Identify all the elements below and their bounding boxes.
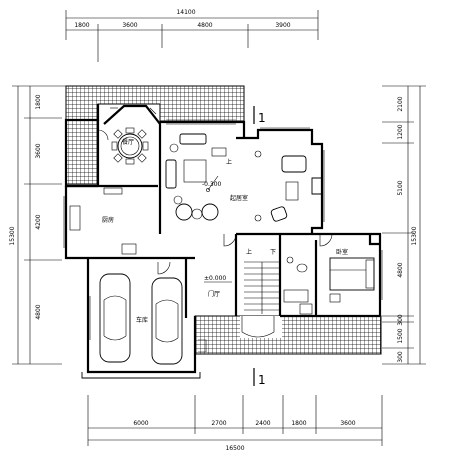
hall-label: 门厅 — [208, 290, 220, 298]
left-dim-2: 3600 — [35, 143, 42, 158]
bottom-dim-3: 2400 — [255, 420, 270, 427]
entrance-hall: ±0.000 门厅 — [198, 275, 275, 353]
doors — [97, 129, 333, 275]
up-arrow-label-living: 上 — [226, 158, 232, 166]
right-dim-1: 2100 — [397, 96, 404, 111]
top-dim-2: 3600 — [122, 22, 137, 29]
stair-down-label: 下 — [270, 249, 276, 256]
right-total-dim: 15300 — [411, 226, 418, 245]
garage-cars: 车库 — [99, 273, 183, 365]
stair-up-label: 上 — [246, 248, 252, 256]
left-dim-1: 1800 — [35, 94, 42, 109]
bottom-total-dim: 16500 — [225, 445, 244, 452]
right-dim-2: 1200 — [397, 124, 404, 139]
right-dim-3: 5100 — [397, 180, 404, 195]
top-total-dim: 14100 — [176, 9, 195, 16]
living-room-label: 起居室 — [230, 194, 248, 202]
car-left — [99, 273, 131, 363]
left-total-dim: 15300 — [9, 226, 16, 245]
top-dim-4: 3900 — [275, 22, 290, 29]
bottom-dimension-chain: 6000 2700 2400 1800 3600 16500 — [87, 395, 383, 452]
bedroom-label: 卧室 — [336, 248, 348, 256]
section-marker-top: 1 — [253, 106, 266, 125]
section-bottom-label: 1 — [258, 373, 266, 387]
top-dim-3: 4800 — [197, 22, 212, 29]
bottom-dim-4: 1800 — [291, 420, 306, 427]
garage-label: 车库 — [136, 316, 148, 324]
dining-table-set: 餐厅 — [111, 127, 149, 165]
left-dim-3: 4200 — [35, 214, 42, 229]
bottom-dim-5: 3600 — [340, 420, 355, 427]
section-top-label: 1 — [258, 111, 266, 125]
top-dim-1: 1800 — [74, 22, 89, 29]
right-dim-4: 4800 — [397, 262, 404, 277]
kitchen-label: 厨房 — [102, 216, 114, 224]
right-dim-5: 300 — [397, 314, 404, 326]
dining-room-label: 餐厅 — [122, 138, 134, 146]
bathroom-fixtures — [283, 256, 313, 315]
bottom-dim-2: 2700 — [211, 420, 226, 427]
living-furniture: -0.300 上 — [165, 133, 232, 221]
staircase: 上 下 — [244, 248, 280, 314]
car-right — [151, 277, 183, 365]
top-dimension-chain: 14100 1800 3600 4800 3900 — [65, 9, 319, 62]
windows — [63, 107, 383, 340]
left-dim-4: 4800 — [35, 304, 42, 319]
bottom-dim-1: 6000 — [133, 420, 148, 427]
bedroom-furniture: 卧室 — [329, 248, 375, 303]
section-marker-bottom: 1 — [253, 368, 266, 387]
hall-level-label: ±0.000 — [204, 275, 226, 282]
lounge-furniture: 起居室 — [230, 150, 323, 222]
left-dimension-chain: 1800 3600 4200 4800 15300 — [9, 85, 66, 365]
right-dim-7: 300 — [397, 351, 404, 363]
right-dim-6: 1500 — [397, 328, 404, 343]
walls — [64, 104, 382, 379]
right-dimension-chain: 2100 1200 5100 4800 300 1500 300 15300 — [382, 85, 426, 365]
terraces — [65, 85, 382, 355]
kitchen-fixtures: 厨房 — [69, 187, 137, 255]
